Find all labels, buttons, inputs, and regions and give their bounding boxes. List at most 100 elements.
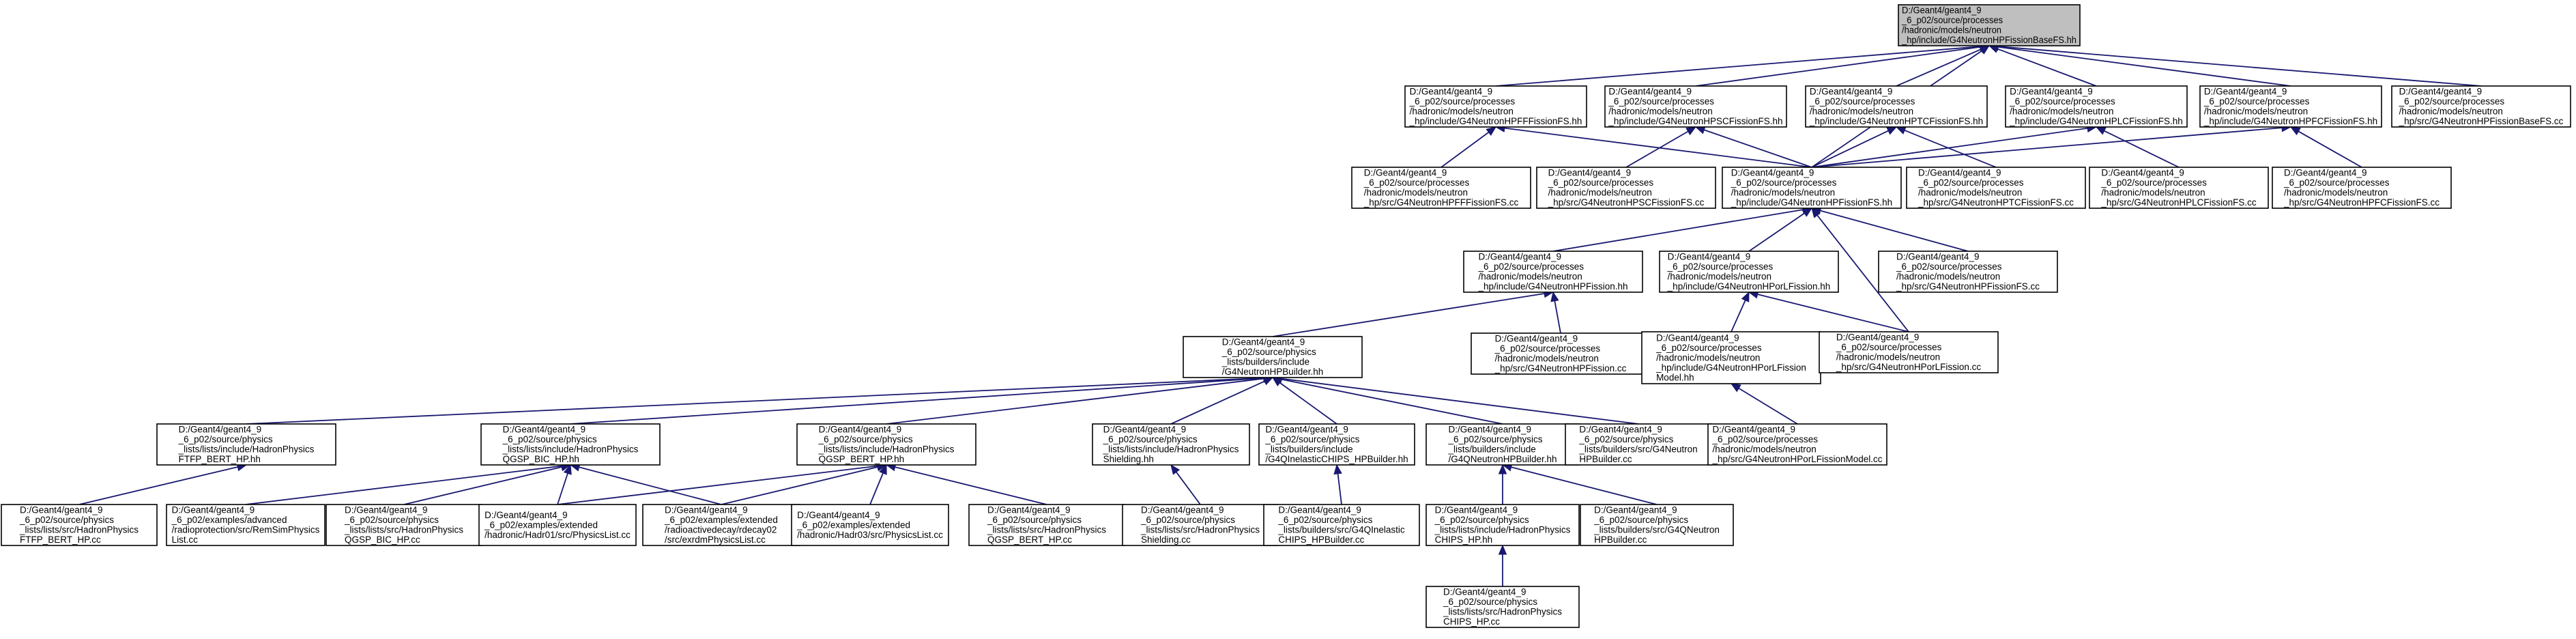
edge-arrowhead (1486, 126, 1497, 137)
file-node-basefs_cc[interactable]: D:/Geant4/geant4_9_6_p02/source/processe… (2391, 85, 2571, 128)
file-node-label-line: D:/Geant4/geant4_9 (1478, 252, 1561, 262)
file-node-label-line: _6_p02/source/physics (1447, 434, 1542, 444)
file-node-hpbuilder_cc[interactable]: D:/Geant4/geant4_9_6_p02/source/physics_… (1565, 423, 1712, 466)
file-node-fissionfs_cc[interactable]: D:/Geant4/geant4_9_6_p02/source/processe… (1878, 251, 2058, 293)
edge-fissionfs_hh-to-ffffs_hh (1494, 124, 1812, 168)
edge-line (579, 466, 722, 505)
file-node-lcfs_hh[interactable]: D:/Geant4/geant4_9_6_p02/source/processe… (2005, 85, 2188, 128)
file-node-chipshp_hh[interactable]: D:/Geant4/geant4_9_6_p02/source/physics_… (1426, 504, 1580, 546)
file-node-label-line: _6_p02/source/processes (1548, 178, 1654, 188)
file-node-ftfp_hh[interactable]: D:/Geant4/geant4_9_6_p02/source/physics_… (156, 423, 336, 466)
edge-line (1811, 127, 2283, 168)
edge-line (1272, 293, 1545, 337)
file-node-label-line: /hadronic/models/neutron (2399, 106, 2503, 117)
file-node-label-line: _6_p02/source/processes (1731, 178, 1837, 188)
file-node-tcfs_cc[interactable]: D:/Geant4/geant4_9_6_p02/source/processe… (1906, 167, 2086, 209)
edge-arrowhead (1262, 377, 1274, 386)
edges-layer (78, 42, 2482, 586)
file-node-label-line: /G4QInelasticCHIPS_HPBuilder.hh (1265, 454, 1408, 464)
file-node-ffffs_hh[interactable]: D:/Geant4/geant4_9_6_p02/source/processe… (1404, 85, 1587, 128)
file-node-box (1659, 251, 1839, 293)
file-node-label-line: D:/Geant4/geant4_9 (1902, 5, 1982, 16)
file-node-shielding_cc[interactable]: D:/Geant4/geant4_9_6_p02/source/physics_… (1122, 504, 1279, 546)
file-node-label-line: /hadronic/models/neutron (1918, 188, 2022, 198)
file-node-porlfission_hh[interactable]: D:/Geant4/geant4_9_6_p02/source/processe… (1659, 251, 1839, 293)
file-node-label-line: D:/Geant4/geant4_9 (665, 505, 748, 515)
file-node-box (1183, 336, 1363, 378)
edge-lcfs_cc-to-lcfs_hh (2095, 126, 2180, 168)
file-node-label-line: _6_p02/source/physics (1221, 347, 1316, 357)
edge-arrowhead (1801, 208, 1813, 217)
file-node-label-line: _lists/lists/include/HadronPhysics (178, 444, 315, 455)
file-node-label-line: _6_p02/source/processes (1667, 261, 1774, 272)
file-node-label-line: _lists/builders/src/G4Neutron (1578, 444, 1697, 455)
file-node-label-line: D:/Geant4/geant4_9 (1810, 87, 1893, 97)
file-node-ffffs_cc[interactable]: D:/Geant4/geant4_9_6_p02/source/processe… (1351, 167, 1531, 209)
file-node-rdecay_cc[interactable]: D:/Geant4/geant4_9_6_p02/examples/extend… (642, 504, 800, 546)
file-node-label-line: _6_p02/source/processes (1655, 343, 1762, 353)
file-node-fissionfs_hh[interactable]: D:/Geant4/geant4_9_6_p02/source/processe… (1722, 167, 1902, 209)
file-node-qneutronbuilder_hh[interactable]: D:/Geant4/geant4_9_6_p02/source/physics_… (1426, 423, 1580, 466)
edge-scfs_cc-to-scfs_hh (1625, 126, 1697, 168)
edge-arrowhead (879, 464, 887, 475)
file-node-qgspbert_hh[interactable]: D:/Geant4/geant4_9_6_p02/source/physics_… (796, 423, 976, 466)
file-node-tcfs_hh[interactable]: D:/Geant4/geant4_9_6_p02/source/processe… (1805, 85, 1988, 128)
file-node-label-line: D:/Geant4/geant4_9 (2010, 87, 2093, 97)
file-node-ftfp_cc[interactable]: D:/Geant4/geant4_9_6_p02/source/physics_… (1, 504, 158, 546)
file-node-label-line: _hp/src/G4NeutronHPFFFissionFS.cc (1363, 197, 1519, 208)
file-node-label-line: CHIPS_HP.hh (1435, 535, 1493, 545)
edge-line (1511, 466, 1658, 505)
file-node-qneutronbuilder_cc[interactable]: D:/Geant4/geant4_9_6_p02/source/physics_… (1580, 504, 1734, 546)
file-node-label-line: Model.hh (1656, 372, 1694, 382)
file-node-fission_hh[interactable]: D:/Geant4/geant4_9_6_p02/source/processe… (1463, 251, 1643, 293)
edge-line (1748, 212, 1805, 252)
file-node-porlfissionmodel_cc[interactable]: D:/Geant4/geant4_9_6_p02/source/processe… (1707, 423, 1887, 466)
file-node-chipsbuilder_cc[interactable]: D:/Geant4/geant4_9_6_p02/source/physics_… (1263, 504, 1420, 546)
file-node-box (1898, 4, 2081, 46)
file-node-hpbuilder_hh[interactable]: D:/Geant4/geant4_9_6_p02/source/physics_… (1183, 336, 1363, 378)
file-node-porlfissionmodel_hh[interactable]: D:/Geant4/geant4_9_6_p02/source/processe… (1641, 331, 1821, 384)
file-node-label-line: D:/Geant4/geant4_9 (1222, 337, 1305, 347)
file-node-label-line: _hp/src/G4NeutronHPFissionFS.cc (1896, 281, 2040, 292)
edge-line (1281, 378, 1503, 425)
edge-chipsbuilder_cc-to-chipsbuilder_hh (1333, 464, 1342, 505)
file-node-label-line: D:/Geant4/geant4_9 (2204, 87, 2287, 97)
file-node-porlfission_cc[interactable]: D:/Geant4/geant4_9_6_p02/source/processe… (1819, 331, 1999, 373)
file-node-chipsbuilder_hh[interactable]: D:/Geant4/geant4_9_6_p02/source/physics_… (1258, 423, 1415, 466)
file-node-fission_cc[interactable]: D:/Geant4/geant4_9_6_p02/source/processe… (1471, 332, 1651, 375)
edge-had01_cc-to-qgspbic_hh (557, 464, 572, 505)
file-node-label-line: /hadronic/models/neutron (1495, 354, 1599, 364)
file-node-scfs_cc[interactable]: D:/Geant4/geant4_9_6_p02/source/processe… (1536, 167, 1716, 209)
file-node-label-line: D:/Geant4/geant4_9 (1364, 168, 1447, 178)
file-node-box (166, 504, 325, 546)
edge-qneutronbuilder_cc-to-qneutronbuilder_hh (1501, 463, 1658, 505)
file-node-label-line: _hp/include/G4NeutronHPFissionBaseFS.hh (1901, 35, 2076, 45)
file-node-label-line: _lists/lists/include/HadronPhysics (818, 444, 955, 455)
file-node-shielding_hh[interactable]: D:/Geant4/geant4_9_6_p02/source/physics_… (1092, 423, 1250, 466)
edge-fission_hh-to-fissionfs_hh (1552, 205, 1813, 252)
file-node-remsim_cc[interactable]: D:/Geant4/geant4_9_6_p02/examples/advanc… (166, 504, 325, 546)
file-node-qgspbert_cc[interactable]: D:/Geant4/geant4_9_6_p02/source/physics_… (968, 504, 1125, 546)
edge-line (557, 473, 568, 505)
file-node-qgspbic_cc[interactable]: D:/Geant4/geant4_9_6_p02/source/physics_… (325, 504, 482, 546)
file-node-label-line: _hp/src/G4NeutronHPLCFissionFS.cc (2100, 197, 2257, 208)
file-node-label-line: _6_p02/source/processes (2009, 96, 2115, 106)
file-node-had01_cc[interactable]: D:/Geant4/geant4_9_6_p02/examples/extend… (478, 504, 637, 546)
file-node-label-line: QGSP_BERT_HP.hh (819, 454, 905, 464)
file-node-qgspbic_hh[interactable]: D:/Geant4/geant4_9_6_p02/source/physics_… (480, 423, 661, 466)
file-node-scfs_hh[interactable]: D:/Geant4/geant4_9_6_p02/source/processe… (1604, 85, 1787, 128)
file-node-lcfs_cc[interactable]: D:/Geant4/geant4_9_6_p02/source/processe… (2089, 167, 2269, 209)
file-node-label-line: _6_p02/source/physics (1443, 597, 1537, 607)
file-node-had03_cc[interactable]: D:/Geant4/geant4_9_6_p02/examples/extend… (791, 504, 949, 546)
file-node-label-line: _6_p02/source/processes (1711, 434, 1818, 444)
file-node-fcfs_hh[interactable]: D:/Geant4/geant4_9_6_p02/source/processe… (2199, 85, 2382, 128)
file-node-box (1805, 85, 1988, 128)
file-node-label-line: /hadronic/models/neutron (1410, 106, 1514, 117)
file-node-fcfs_cc[interactable]: D:/Geant4/geant4_9_6_p02/source/processe… (2272, 167, 2452, 209)
edge-chipshp_hh-to-qneutronbuilder_hh (1498, 464, 1507, 505)
file-node-label-line: _lists/builders/include (1447, 444, 1535, 455)
file-node-chipshp_cc[interactable]: D:/Geant4/geant4_9_6_p02/source/physics_… (1426, 586, 1580, 628)
file-node-box (1707, 423, 1887, 466)
edge-line (403, 466, 562, 505)
